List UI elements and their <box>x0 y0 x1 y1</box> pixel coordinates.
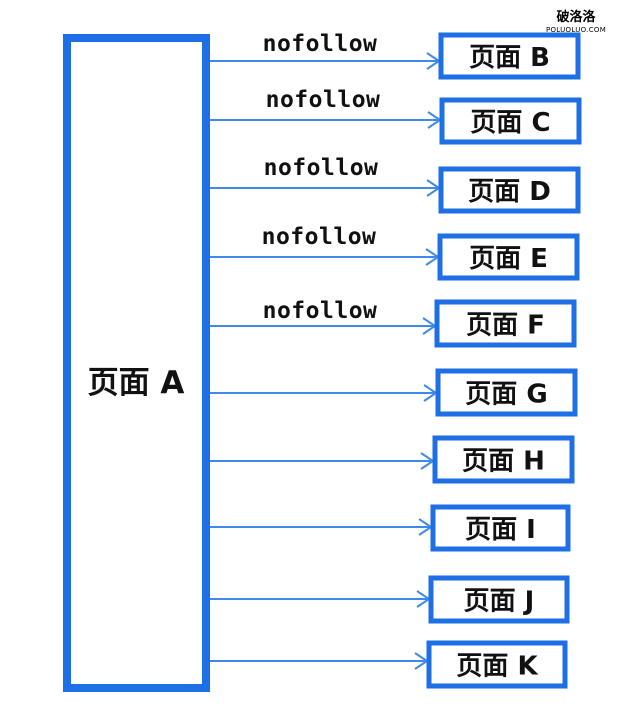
edge-label-page-f: nofollow <box>263 298 378 324</box>
edge-label-page-b: nofollow <box>263 31 378 57</box>
target-page-label-e: 页面 E <box>469 244 548 274</box>
target-page-box-c <box>439 97 582 145</box>
target-page-label-j: 页面 J <box>464 587 535 617</box>
target-page-box-k <box>426 640 568 689</box>
target-page-box-h <box>432 435 575 484</box>
target-page-label-g: 页面 G <box>465 380 547 410</box>
watermark: 破洛洛 POLUOLUO.COM <box>546 9 606 34</box>
target-page-label-k: 页面 K <box>456 652 538 682</box>
edge-label-page-e: nofollow <box>262 224 377 250</box>
target-page-label-d: 页面 D <box>468 177 551 207</box>
target-page-box-j <box>428 575 570 624</box>
target-page-box-i <box>430 504 571 552</box>
arrow-group: nofollow nofollow nofollow nofollow nofollow <box>206 31 442 670</box>
watermark-latin: POLUOLUO.COM <box>546 26 606 34</box>
source-page-label: 页面 A <box>88 365 185 401</box>
target-page-box-b <box>438 32 581 80</box>
edge-label-page-d: nofollow <box>264 155 379 181</box>
target-page-box-e <box>437 233 580 281</box>
target-page-label-f: 页面 F <box>466 311 545 341</box>
watermark-chinese: 破洛洛 <box>556 9 596 25</box>
target-page-label-b: 页面 B <box>469 43 550 73</box>
source-page-box <box>63 34 210 692</box>
target-page-box-g <box>435 368 578 417</box>
target-page-label-i: 页面 I <box>465 515 536 545</box>
target-page-box-f <box>434 299 577 348</box>
target-page-box-d <box>438 166 581 214</box>
target-page-label-c: 页面 C <box>470 108 550 138</box>
target-page-label-h: 页面 H <box>462 447 545 477</box>
target-page-group: 页面 B 页面 C 页面 D 页面 E 页面 F 页面 G 页面 H 页面 I 页面 J 页面 K <box>426 32 582 689</box>
edge-label-page-c: nofollow <box>266 87 381 113</box>
